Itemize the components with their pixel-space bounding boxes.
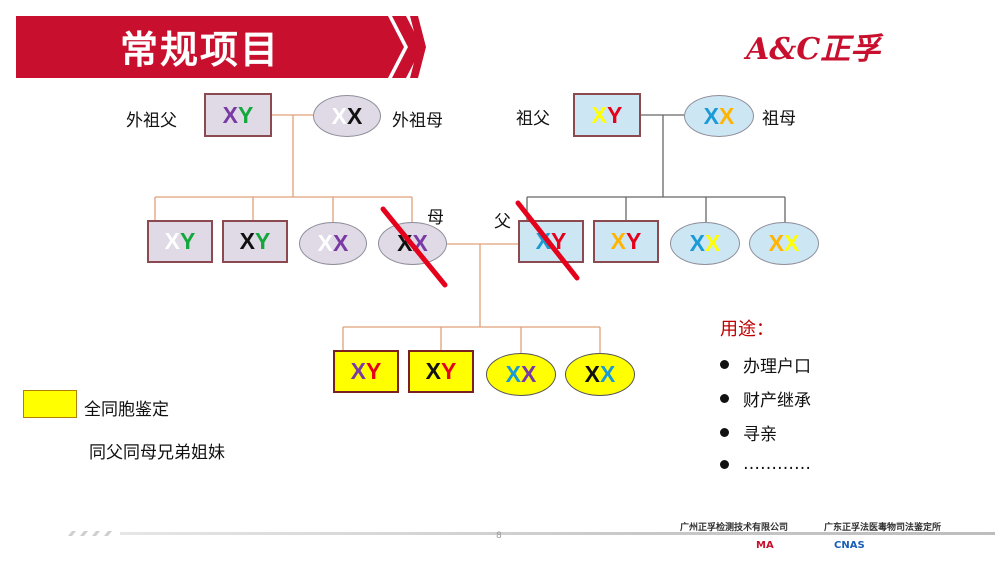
label-paternal-grandmother: 祖母 (762, 109, 796, 129)
chrom-x: X (584, 361, 600, 387)
mother-strike (380, 206, 448, 288)
legend-subtitle: 同父同母兄弟姐妹 (89, 443, 225, 463)
chrom-x: X (333, 230, 349, 256)
bullet-icon (720, 428, 729, 437)
chrom-x: X (719, 102, 735, 129)
chrom-x: X (350, 358, 366, 384)
chrom-x: X (600, 361, 616, 387)
label-mother: 母 (427, 208, 444, 228)
chrom-y: Y (441, 358, 457, 384)
use-item: 财产继承 (720, 386, 811, 411)
company-logo: A&C正孚 (746, 32, 881, 67)
father-strike (515, 200, 580, 281)
chrom-x: X (239, 228, 255, 254)
use-item: 寻亲 (720, 420, 777, 445)
chrom-x: X (222, 101, 238, 128)
chrom-x: X (521, 361, 537, 387)
label-paternal-grandfather: 祖父 (516, 109, 550, 129)
chrom-x: X (164, 228, 180, 254)
chrom-y: Y (255, 228, 271, 254)
page-title: 常规项目 (120, 28, 281, 72)
chrom-y: Y (180, 228, 196, 254)
chrom-x: X (610, 228, 626, 254)
label-maternal-grandmother: 外祖母 (392, 111, 443, 131)
chrom-x: X (505, 361, 521, 387)
cnas-mark: CNAS (834, 540, 865, 551)
chrom-x: X (768, 230, 784, 256)
chrom-y: Y (626, 228, 642, 254)
chrom-y: Y (607, 101, 623, 128)
bullet-icon (720, 459, 729, 469)
chrom-x: X (317, 230, 333, 256)
chrom-x: X (689, 230, 705, 256)
label-maternal-grandfather: 外祖父 (126, 111, 177, 131)
company-right: 广东正孚法医毒物司法鉴定所 (824, 523, 942, 533)
footer-bar (68, 531, 995, 536)
chrom-x: X (591, 101, 607, 128)
chrom-x: X (784, 230, 800, 256)
legend-label: 全同胞鉴定 (84, 400, 169, 420)
chrom-y: Y (238, 101, 254, 128)
chrom-y: Y (366, 358, 382, 384)
use-item: ………… (720, 454, 811, 474)
title-banner (16, 16, 426, 78)
cma-mark: MA (756, 540, 774, 551)
chrom-x: X (705, 230, 721, 256)
chrom-x: X (535, 228, 551, 254)
chrom-x: X (331, 102, 347, 129)
label-father: 父 (494, 212, 511, 232)
bullet-icon (720, 360, 729, 369)
uses-title: 用途： (720, 319, 774, 340)
chrom-x: X (703, 102, 719, 129)
company-left: 广州正孚检测技术有限公司 (680, 523, 789, 533)
chrom-x: X (425, 358, 441, 384)
legend-swatch-yellow (23, 390, 77, 418)
chrom-x: X (347, 102, 363, 129)
bullet-icon (720, 394, 729, 403)
use-item: 办理户口 (720, 352, 811, 377)
chrom-x: X (397, 230, 413, 256)
page-number: 8 (496, 531, 502, 541)
